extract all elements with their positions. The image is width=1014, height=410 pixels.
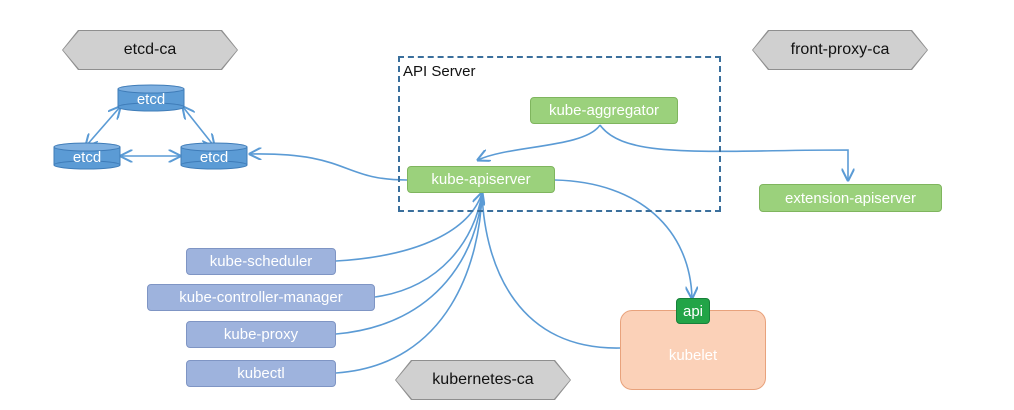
kube-scheduler-node: kube-scheduler [186,248,336,275]
front-proxy-ca-label: front-proxy-ca [753,31,927,69]
etcd-right-cylinder [180,142,248,170]
apiserver-to-kubelet-edge [554,179,692,298]
etcd-top-cylinder [117,84,185,112]
etcd-ca-label: etcd-ca [63,31,237,69]
kube-aggregator-node: kube-aggregator [530,97,678,124]
kubelet-label: kubelet [668,346,718,364]
etcd-right-label: etcd [199,148,229,166]
kubelet-api-badge: api [676,298,710,324]
etcd-left-cylinder [53,142,121,170]
api-server-group [398,56,721,212]
aggregator-to-extension-edge [599,124,848,180]
apiserver-to-etcd-edge [250,154,408,181]
front-proxy-ca-badge: front-proxy-ca [752,30,928,70]
extension-apiserver-node: extension-apiserver [759,184,942,212]
kubernetes-ca-badge: kubernetes-ca [395,360,571,400]
scheduler-to-apiserver-edge [335,193,482,262]
etcd-link-top-left [86,107,120,146]
kube-controller-manager-node: kube-controller-manager [147,284,375,311]
aggregator-to-apiserver-edge [478,124,601,160]
kubernetes-ca-label: kubernetes-ca [396,361,570,399]
api-server-title: API Server [403,63,476,80]
kube-apiserver-node: kube-apiserver [407,166,555,193]
kubectl-node: kubectl [186,360,336,387]
etcd-left-label: etcd [72,148,102,166]
etcd-top-label: etcd [136,90,166,108]
kubelet-node: kubelet [620,310,766,390]
etcd-link-top-right [183,107,214,146]
kubectl-to-apiserver-edge [335,192,483,374]
controller-to-apiserver-edge [374,192,483,298]
etcd-ca-badge: etcd-ca [62,30,238,70]
kube-proxy-node: kube-proxy [186,321,336,348]
proxy-to-apiserver-edge [335,192,483,335]
kubelet-to-apiserver-edge [481,192,621,349]
